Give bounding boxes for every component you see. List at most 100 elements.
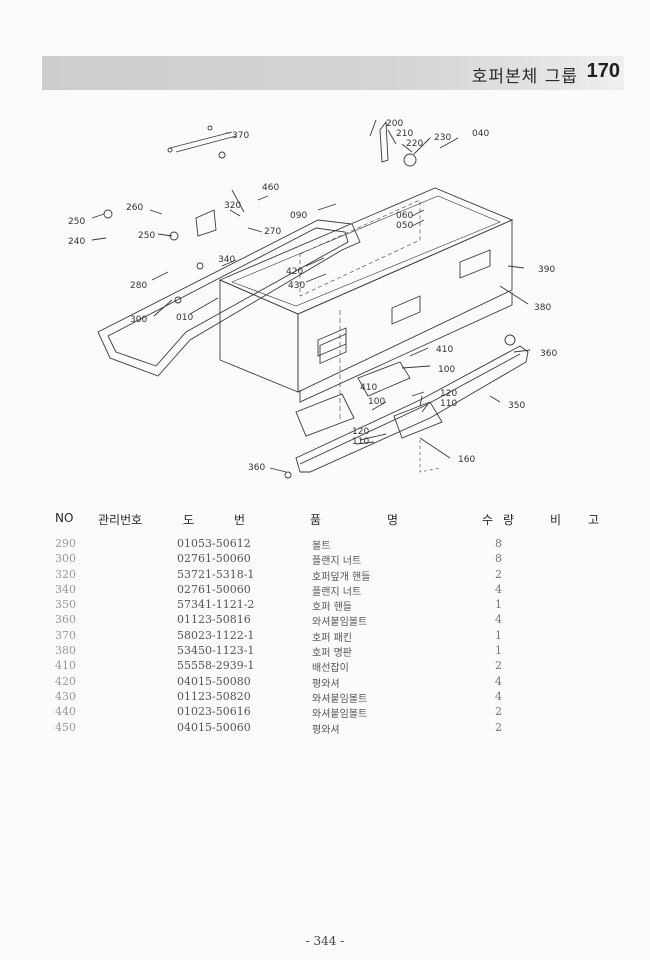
header-qty-2: 량 (503, 513, 515, 527)
header-no: NO (55, 511, 74, 525)
part-code-cell: 57341-1121-2 (177, 598, 255, 612)
callout-label: 120 (352, 427, 369, 437)
callout-label: 320 (224, 201, 241, 211)
header-code: 관리번호 (98, 513, 143, 527)
callout-label: 230 (434, 133, 451, 143)
lid-rod (169, 131, 237, 153)
table-row: 450 04015-50060 평와셔 2 (0, 721, 650, 736)
callout-label: 360 (540, 349, 557, 359)
part-no-cell: 420 (55, 674, 76, 688)
callout-label: 250 (68, 217, 85, 227)
part-name-cell: 배선잡이 (312, 663, 349, 675)
callout-label: 040 (472, 129, 489, 139)
part-no-cell: 290 (55, 537, 76, 550)
quantity-cell: 2 (495, 705, 502, 719)
table-row: 380 53450-1123-1 호퍼 명판 1 (0, 644, 650, 659)
callout-label: 350 (508, 401, 525, 411)
quantity-cell: 1 (495, 598, 502, 612)
part-code-cell: 01123-50816 (177, 613, 251, 627)
part-code-cell: 53450-1123-1 (177, 644, 255, 658)
callout-label: 300 (130, 315, 147, 325)
callout-label: 270 (264, 227, 281, 237)
quantity-cell: 1 (495, 628, 502, 642)
callout-label: 100 (368, 397, 385, 407)
callout-label: 380 (534, 303, 551, 313)
callout-label: 220 (406, 139, 423, 149)
part-no-cell: 350 (55, 598, 76, 612)
part-code-cell: 01123-50820 (177, 689, 251, 703)
part-code-cell: 04015-50080 (177, 674, 251, 688)
callout-label: 100 (438, 365, 455, 375)
part-code-cell: 58023-1122-1 (177, 628, 255, 642)
callout-label: 360 (248, 463, 265, 473)
part-name-cell: 와셔붙임볼트 (312, 617, 368, 629)
callout-label: 050 (396, 221, 413, 231)
table-row: 440 01023-50616 와셔붙임볼트 2 (0, 705, 650, 720)
callout-label: 340 (218, 255, 235, 265)
part-name-cell: 호퍼덮개 핸들 (312, 571, 371, 583)
group-number: 170 (586, 60, 620, 82)
part-code-cell: 02761-50060 (177, 552, 251, 566)
part-code-cell: 55558-2939-1 (177, 659, 255, 673)
part-no-cell: 450 (55, 720, 76, 734)
quantity-cell: 1 (495, 644, 502, 658)
callout-label: 160 (458, 455, 475, 465)
part-name-cell: 호퍼 패킨 (312, 632, 352, 644)
callout-label: 260 (126, 203, 143, 213)
quantity-cell: 2 (495, 659, 502, 673)
table-row: 350 57341-1121-2 호퍼 핸들 1 (0, 598, 650, 613)
part-code-cell: 01023-50616 (177, 705, 251, 719)
quantity-cell: 4 (495, 674, 502, 688)
callout-label: 060 (396, 211, 413, 221)
page-number: - 344 - (305, 934, 345, 948)
hopper-body-top (218, 187, 514, 315)
part-no-cell: 360 (55, 613, 76, 627)
callout-label: 410 (360, 383, 377, 393)
part-no-cell: 320 (55, 567, 76, 581)
part-code-cell: 02761-50060 (177, 582, 251, 596)
quantity-cell: 8 (495, 537, 502, 550)
part-name-cell: 호퍼 핸들 (312, 602, 352, 614)
callout-label: 430 (288, 281, 305, 291)
part-name-cell: 와셔붙임볼트 (312, 709, 368, 721)
callout-label: 110 (440, 399, 457, 409)
header-note-1: 비 (550, 513, 562, 527)
part-name-cell: 호퍼 명판 (312, 648, 352, 660)
part-code-cell: 53721-5318-1 (177, 567, 255, 581)
hopper-handle (295, 345, 529, 473)
quantity-cell: 8 (495, 552, 502, 566)
header-qty-1: 수 (482, 513, 494, 527)
callout-label: 280 (130, 281, 147, 291)
callout-label: 120 (440, 389, 457, 399)
header-drawing-1: 도 (183, 513, 195, 527)
callout-label: 390 (538, 265, 555, 275)
callout-label: 210 (396, 129, 413, 139)
quantity-cell: 2 (495, 720, 502, 734)
callout-label: 410 (436, 345, 453, 355)
quantity-cell: 4 (495, 689, 502, 703)
callout-label: 090 (290, 211, 307, 221)
part-name-cell: 평와셔 (312, 724, 340, 736)
callout-label: 370 (232, 131, 249, 141)
hopper-lid-frame (97, 219, 361, 377)
part-no-cell: 340 (55, 582, 76, 596)
part-code-cell: 04015-50060 (177, 720, 251, 734)
callout-label: 200 (386, 119, 403, 129)
callout-label: 240 (68, 237, 85, 247)
quantity-cell: 4 (495, 582, 502, 596)
part-no-cell: 300 (55, 552, 76, 566)
header-bar (42, 56, 624, 90)
part-no-cell: 380 (55, 644, 76, 658)
part-no-cell: 440 (55, 705, 76, 719)
